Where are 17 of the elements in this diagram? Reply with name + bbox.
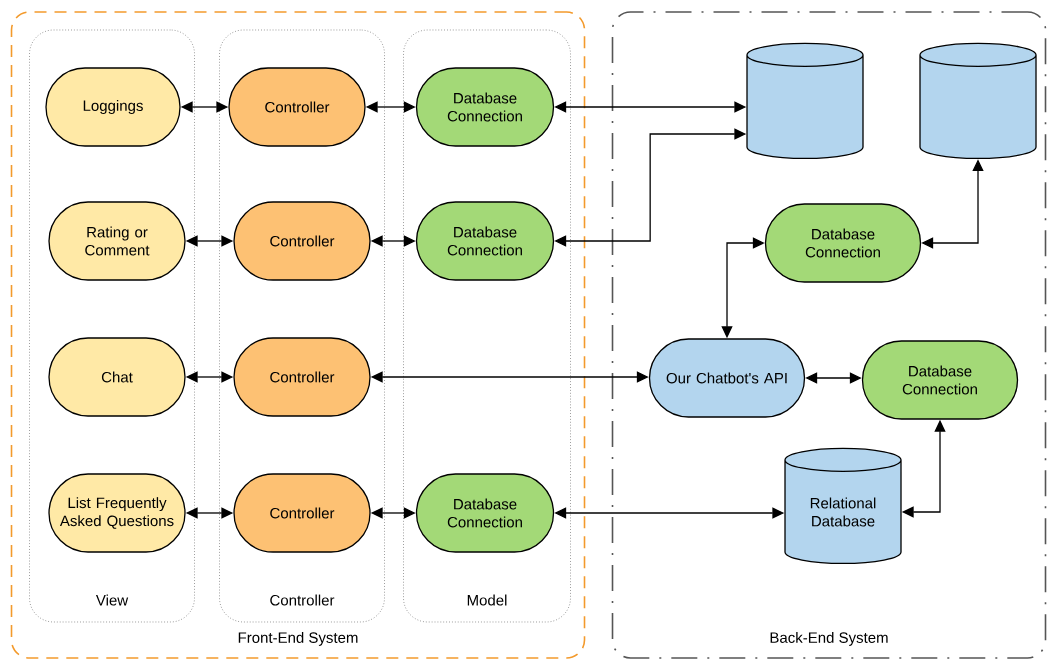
controller-box: Controller <box>233 201 371 281</box>
controller-box: Controller <box>233 337 371 417</box>
database-cylinder <box>919 42 1037 160</box>
database-connection-box: Database Connection <box>861 340 1019 420</box>
database-cylinder <box>746 42 864 160</box>
view-box: Loggings <box>45 67 181 147</box>
api-box: Our Chatbot's API <box>648 338 806 418</box>
database-connection-box: Database Connection <box>764 203 922 283</box>
database-connection-box: Database Connection <box>415 67 555 147</box>
database-connection-box: Database Connection <box>415 473 555 553</box>
controller-box: Controller <box>233 473 371 553</box>
database-cylinder: Relational Database <box>784 447 902 565</box>
controller-box: Controller <box>228 67 366 147</box>
database-connection-box: Database Connection <box>415 201 555 281</box>
view-box: Rating or Comment <box>48 201 186 281</box>
view-box: List Frequently Asked Questions <box>48 473 186 553</box>
view-box: Chat <box>48 337 186 417</box>
